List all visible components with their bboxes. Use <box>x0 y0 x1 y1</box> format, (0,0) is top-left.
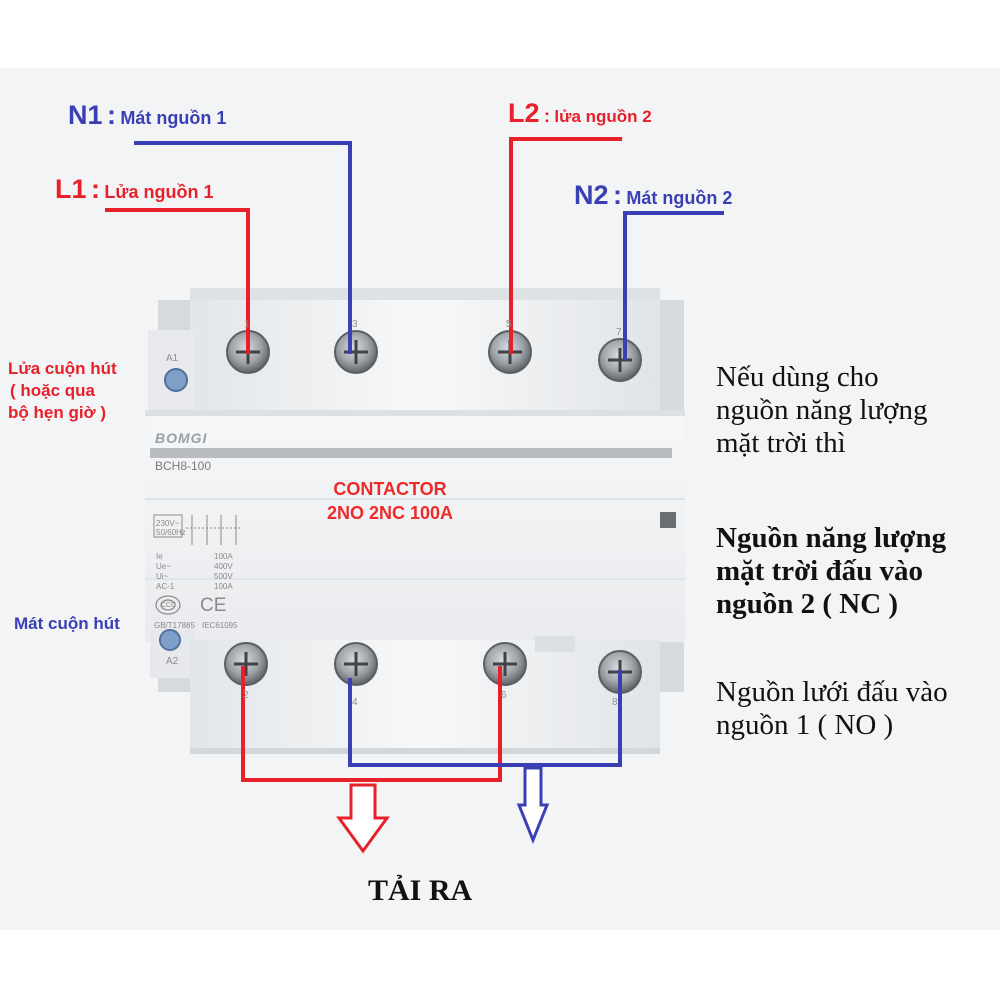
label-l2: L2 : lửa nguồn 2 <box>508 100 652 127</box>
product-title-line: CONTACTOR <box>333 479 447 499</box>
terminal-number-top: 7 <box>616 327 622 338</box>
wire-n1 <box>134 141 352 354</box>
spec-value: 500V <box>214 572 233 581</box>
label-coil-live: Lửa cuộn hút ( hoặc qua bộ hẹn giờ ) <box>8 358 117 424</box>
label-n1-sep: : <box>106 100 116 130</box>
standard-gb: GB/T17885 <box>154 621 195 630</box>
terminal-number-top: 1 <box>244 319 250 330</box>
panel-stripe <box>150 448 672 458</box>
label-coil-live-line: ( hoặc qua <box>10 381 96 400</box>
wire-out-neutral <box>348 670 622 767</box>
coil-screw-a1 <box>164 368 188 392</box>
ccc-mark: CCC <box>161 602 177 609</box>
label-n2-desc: Mát nguồn 2 <box>626 188 733 208</box>
label-l1: L1 : Lửa nguồn 1 <box>55 176 213 203</box>
coil-rating: 50/60Hz <box>156 528 186 537</box>
label-l1-code: L1 <box>55 174 87 204</box>
spec-label: Ue~ <box>156 562 171 571</box>
terminal-number-bottom: 6 <box>501 690 507 701</box>
note-solar-line: mặt trời đấu vào <box>716 555 923 587</box>
spec-value: 400V <box>214 562 233 571</box>
coil-terminal-a2: A2 <box>166 656 179 667</box>
load-output-label: TẢI RA <box>368 874 473 907</box>
note-intro: Nếu dùng cho nguồn năng lượng mặt trời t… <box>716 361 927 460</box>
wire-l2 <box>509 137 622 354</box>
coil-screw-a2 <box>159 629 181 651</box>
bottom-terminal-block <box>190 640 660 752</box>
ccc-mark-shape <box>155 595 181 615</box>
label-n1-code: N1 <box>68 100 103 130</box>
wiring <box>105 137 724 782</box>
coil-terminal-a1: A1 <box>166 353 179 364</box>
label-l1-desc: Lửa nguồn 1 <box>104 182 214 202</box>
spec-value: 100A <box>214 582 233 591</box>
note-solar: Nguồn năng lượng mặt trời đấu vào nguồn … <box>716 522 946 621</box>
note-grid-line: Nguồn lưới đấu vào <box>716 676 948 708</box>
spec-label: AC-1 <box>156 582 175 591</box>
arrow-out-neutral <box>516 766 550 845</box>
terminal-number-bottom: 8 <box>612 697 618 708</box>
spec-label: Ui~ <box>156 572 169 581</box>
label-n1-desc: Mát nguồn 1 <box>120 108 227 128</box>
spec-value: 100A <box>214 552 233 561</box>
brand-logo-text: BOMGI <box>155 430 208 446</box>
note-intro-line: nguồn năng lượng <box>716 394 928 426</box>
product-title: CONTACTOR 2NO 2NC 100A <box>290 477 490 525</box>
spec-label: Ie <box>156 552 163 561</box>
terminal-number-bottom: 4 <box>352 697 358 708</box>
contactor-device <box>145 288 685 754</box>
bottom-screws <box>224 642 642 694</box>
label-n2-sep: : <box>612 180 622 210</box>
arrow-out-live <box>336 783 390 854</box>
wire-out-live <box>241 666 502 782</box>
standard-iec: IEC61095 <box>202 621 238 630</box>
note-intro-line: Nếu dùng cho <box>716 361 879 393</box>
label-l2-sep: : <box>543 106 550 126</box>
label-l2-desc: lửa nguồn 2 <box>554 107 652 126</box>
ce-mark: CE <box>200 595 227 616</box>
label-l1-sep: : <box>90 174 100 204</box>
coil-rating: 230V~ <box>156 519 180 528</box>
label-coil-live-line: bộ hẹn giờ ) <box>8 403 107 422</box>
model-number: BCH8-100 <box>155 459 212 473</box>
label-n1: N1 : Mát nguồn 1 <box>68 102 226 129</box>
label-coil-neutral: Mát cuộn hút <box>14 614 120 633</box>
product-title-line: 2NO 2NC 100A <box>326 503 454 523</box>
label-n2: N2 : Mát nguồn 2 <box>574 182 732 209</box>
label-n2-code: N2 <box>574 180 609 210</box>
terminal-number-top: 3 <box>352 319 358 330</box>
terminal-number-bottom: 2 <box>243 690 249 701</box>
note-intro-line: mặt trời thì <box>716 427 846 459</box>
label-coil-live-line: Lửa cuộn hút <box>8 359 117 378</box>
label-l2-code: L2 <box>508 98 540 128</box>
note-solar-line: nguồn 2 ( NC ) <box>716 588 899 620</box>
wire-l1 <box>105 208 250 354</box>
note-solar-line: Nguồn năng lượng <box>716 522 947 554</box>
note-grid-line: nguồn 1 ( NO ) <box>716 709 894 741</box>
wire-n2 <box>623 211 724 360</box>
note-grid: Nguồn lưới đấu vào nguồn 1 ( NO ) <box>716 676 948 742</box>
terminal-number-top: 5 <box>506 319 512 330</box>
contact-schematic <box>153 514 240 545</box>
status-window <box>660 512 676 528</box>
